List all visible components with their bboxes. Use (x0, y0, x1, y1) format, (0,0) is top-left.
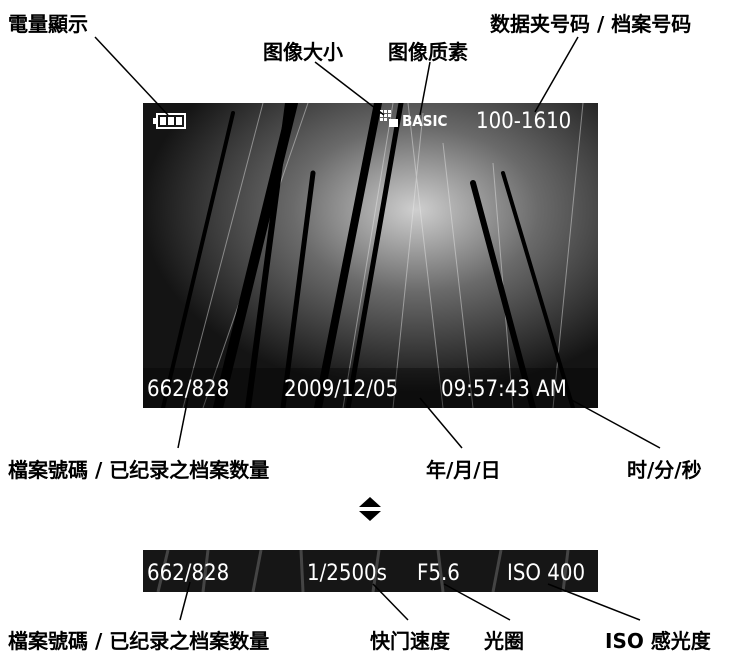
exposure-info-strip: 662/828 1/2500s F5.6 ISO 400 (143, 550, 598, 592)
battery-icon (153, 113, 186, 129)
folder-file-label: 数据夹号码 / 档案号码 (490, 12, 692, 36)
folder-file-readout: 100-1610 (476, 109, 572, 134)
file-count-readout: 662/828 (147, 377, 230, 402)
date-readout: 2009/12/05 (284, 377, 399, 402)
bottom-file-count-readout: 662/828 (147, 561, 230, 586)
quality-readout: BASIC (402, 112, 448, 130)
image-size-label: 图像大小 (263, 40, 343, 64)
image-size-icon (380, 110, 398, 127)
bamboo-photo (143, 103, 598, 408)
date-label: 年/月/日 (426, 458, 501, 482)
bamboo-strip (143, 550, 598, 592)
iso-readout: ISO 400 (507, 561, 586, 586)
time-label: 时/分/秒 (627, 458, 702, 482)
image-quality-label: 图像质素 (388, 40, 468, 64)
time-readout: 09:57:43 AM (441, 377, 567, 402)
file-count-label-top: 檔案號碼 / 已纪录之档案数量 (8, 458, 270, 482)
battery-label: 電量顯示 (8, 12, 88, 36)
shutter-label: 快门速度 (370, 629, 450, 653)
toggle-arrows-icon (359, 497, 381, 521)
aperture-label: 光圈 (484, 629, 524, 653)
file-count-label-bottom: 檔案號碼 / 已纪录之档案数量 (8, 629, 270, 653)
iso-label: ISO 感光度 (605, 629, 711, 653)
aperture-readout: F5.6 (417, 561, 460, 586)
shutter-readout: 1/2500s (307, 561, 387, 586)
playback-screen: BASIC 100-1610 662/828 2009/12/05 09:57:… (143, 103, 598, 408)
